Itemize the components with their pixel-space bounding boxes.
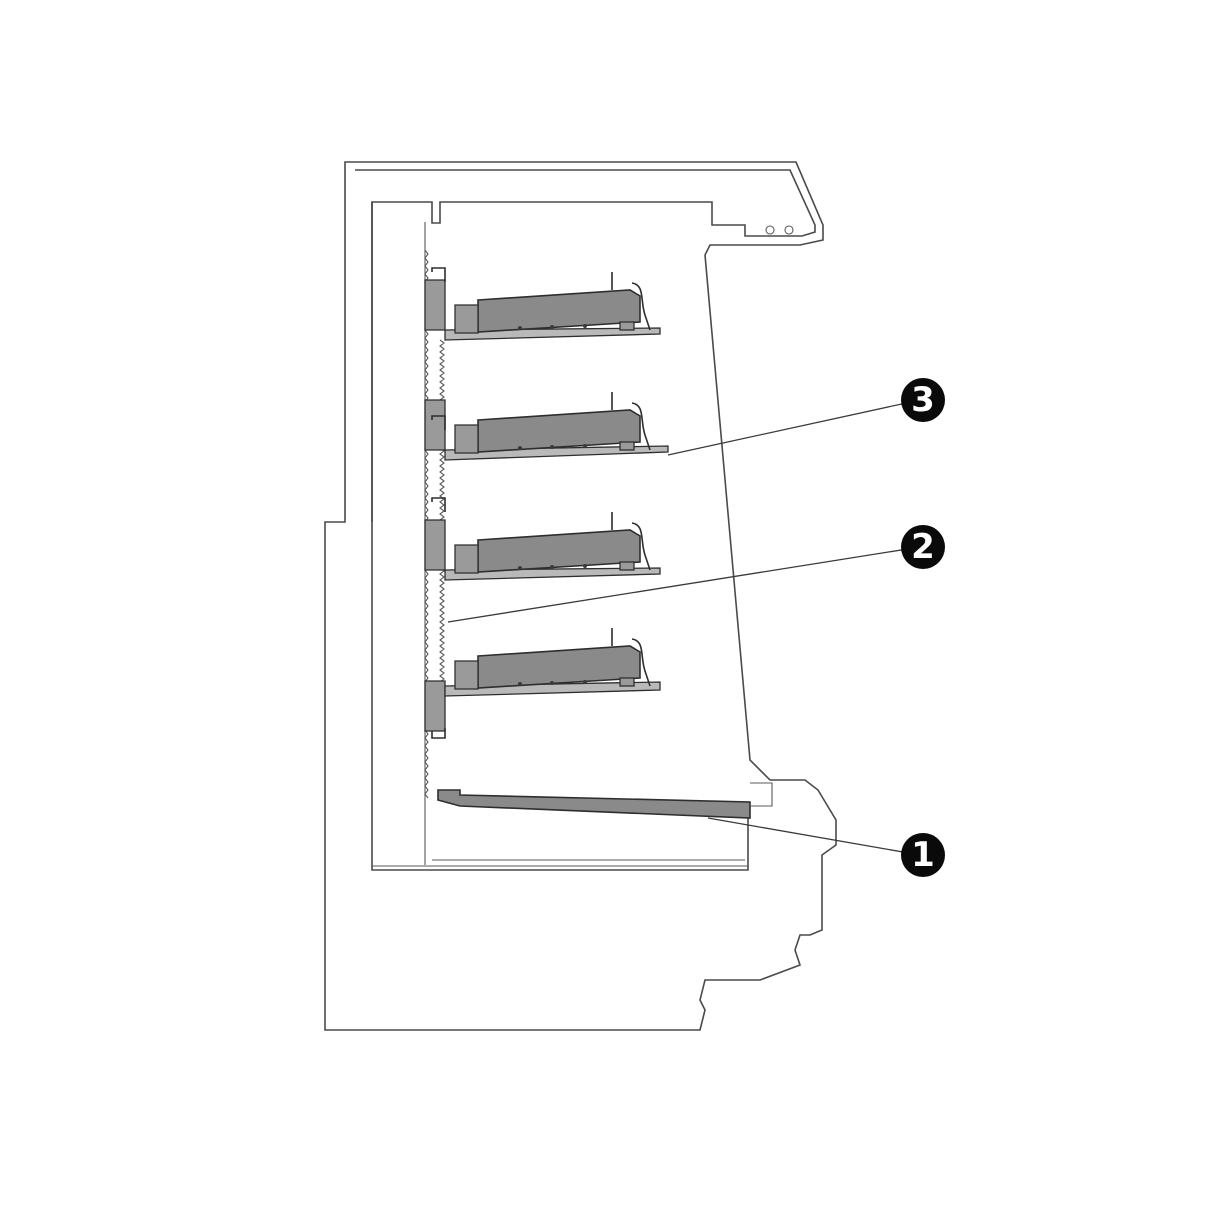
price-tag-holder (611, 272, 651, 331)
callout-1: 1 (901, 833, 945, 877)
shelf-hook (431, 497, 446, 512)
leader-lines (447, 399, 921, 856)
callout-circle (901, 378, 945, 422)
shelf-hook (431, 267, 446, 282)
shelf-tray (477, 409, 641, 453)
shelf-clip (454, 544, 479, 574)
callout-3: 3 (901, 378, 945, 422)
price-tag-holder (611, 628, 651, 687)
callout-circle (901, 833, 945, 877)
shelf-bracket (424, 519, 446, 571)
price-tag-holder (611, 392, 651, 451)
shelf-tray (477, 529, 641, 573)
shelf-bracket (424, 279, 446, 331)
shelf-2 (424, 392, 669, 461)
shelf-bracket (424, 399, 446, 451)
shelf-hook (431, 415, 446, 430)
leader-line-1 (707, 817, 921, 856)
leader-line-3 (667, 399, 921, 456)
price-tag-holder (611, 512, 651, 571)
cabinet-outer-shell (324, 161, 837, 1031)
shelf-tray (477, 645, 641, 689)
canopy-holes (765, 225, 794, 235)
callout-2: 2 (901, 525, 945, 569)
callout-label: 3 (911, 380, 935, 420)
shelf-bracket (424, 680, 446, 732)
shelf-1 (424, 267, 661, 341)
bottom-deck (437, 782, 773, 819)
deck-pan (437, 789, 751, 819)
shelf-4 (424, 628, 661, 739)
shelf-hook (431, 728, 446, 739)
shelf-clip (454, 660, 479, 690)
callout-label: 1 (911, 835, 935, 875)
leader-line-2 (447, 546, 921, 623)
callout-circle (901, 525, 945, 569)
shelf-tray (477, 289, 641, 333)
shelf-clip (454, 424, 479, 454)
callout-label: 2 (911, 527, 935, 567)
shelf-clip (454, 304, 479, 334)
shelf-3 (424, 497, 661, 581)
